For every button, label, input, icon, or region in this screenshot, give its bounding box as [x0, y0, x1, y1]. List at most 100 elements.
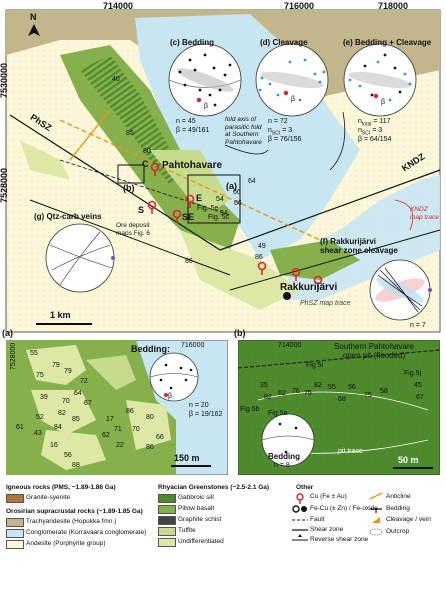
panel-b-title: Southern Pahtohavare open pit (flooded) [334, 342, 415, 360]
legend-tuffite: Tuffite [178, 527, 196, 534]
legend-trachy: Trachyandesite (Hopukka fmn.) [26, 518, 117, 525]
panel-b: (b) 714000 Southern Pahtohavare open pit… [234, 328, 440, 475]
dip-49: 49 [258, 243, 266, 250]
coord-716000: 716000 [284, 1, 315, 11]
coord-718000: 718000 [378, 1, 409, 11]
pit-c: C [142, 159, 149, 169]
dip-86: 86 [255, 254, 263, 261]
swatch-andesite [6, 540, 24, 549]
stereonet-f [369, 259, 432, 321]
d-nsci: nSCI = 3 [268, 127, 293, 137]
dip-85: 85 [126, 130, 134, 137]
swatch-gabbro [158, 494, 176, 503]
box-a [187, 174, 241, 224]
main-map-svg [5, 9, 441, 333]
legend-other-title: Other [296, 484, 314, 491]
box-b [117, 164, 145, 184]
box-label-a: (a) [226, 181, 237, 191]
fig-5a: Fig 5a [268, 410, 288, 417]
panel-a: (a) 716000 7528000 Bedding: β n = 20 β =… [2, 328, 228, 475]
place-pahtohavare: Pahtohavare [162, 160, 223, 171]
stereonet-d [255, 43, 329, 117]
panel-a-scale: 150 m [174, 453, 200, 463]
box-label-b: (b) [123, 183, 135, 193]
place-rakkurijarvi: Rakkurijärvi [280, 282, 338, 293]
coord-7530000: 7530000 [0, 62, 9, 98]
legend-cleavage: Cleavage / vein [386, 516, 431, 523]
undifferentiated-area [180, 230, 300, 310]
swatch-undiff [158, 538, 176, 547]
panel-a-bedding: Bedding: [131, 344, 170, 354]
panel-b-n: n = 8 [274, 462, 290, 469]
legend-symbols [292, 492, 383, 541]
pit-s: S [138, 205, 145, 215]
legend-orosirian-title: Orosirian supracrustal rocks (~1.89-1.85… [6, 508, 143, 515]
main-scale: 1 km [50, 310, 71, 320]
legend-anticline: Anticline [386, 493, 411, 500]
swatch-congl [6, 529, 24, 538]
panel-a-coord-left: 7528000 [10, 342, 17, 370]
panel-a-label: (a) [2, 328, 13, 338]
swatch-trachy [6, 518, 24, 527]
fig-5i: Fig 5i [306, 362, 324, 369]
dip-80: 80 [143, 148, 151, 155]
fig-5j: Fig 5j [404, 370, 422, 377]
dip-86b: 86 [185, 258, 193, 265]
coord-7528000: 7528000 [0, 167, 9, 203]
panel-b-scale: 50 m [398, 455, 419, 465]
phsz-shear-zone [9, 114, 221, 251]
legend-igneous-title: Igneous rocks (PMS, ~1.89-1.86 Ga) [6, 484, 116, 491]
inset-c-title: (c) Bedding [170, 38, 214, 47]
swatch-graphite [158, 516, 176, 525]
e-nsci: nSCI = 3 [358, 127, 383, 137]
legend-granite: Granite-syenite [26, 494, 71, 501]
d-n: n = 72 [268, 118, 288, 125]
dip-66b: 66 [233, 189, 241, 196]
panel-a-beta-symbol: β [168, 393, 173, 400]
legend-cu: Cu (Fe ± Au) [310, 493, 347, 500]
e-beta: β = 64/154 [358, 136, 392, 143]
fold-axis-note: fold axis of parasitic fold at Southern … [225, 116, 262, 146]
kndz-shear-zone [219, 169, 441, 251]
kndz-trace: KNDZ map trace [410, 206, 439, 221]
swatch-pillow [158, 505, 176, 514]
ore-note: Ore deposit maps Fig. 6 [116, 222, 150, 237]
c-beta: β = 49/161 [176, 127, 210, 134]
legend: Igneous rocks (PMS, ~1.89-1.86 Ga) Grani… [0, 480, 446, 600]
north-label: N [30, 12, 37, 22]
north-arrow-icon [28, 24, 40, 36]
legend-graphite: Graphite schist [178, 516, 222, 523]
legend-bedding: Bedding [386, 505, 410, 512]
dip-54: 54 [216, 196, 224, 203]
f-n: n = 7 [410, 322, 426, 329]
fig-5b: Fig 5b [240, 406, 260, 413]
inset-e-title: (e) Bedding + Cleavage [343, 38, 432, 47]
legend-shear: Shear zone [310, 526, 344, 533]
c-beta-symbol: β [204, 103, 209, 110]
legend-fecu: Fe-Cu (± Zn) / Fe-oxide [310, 505, 378, 512]
stereonet-g [45, 223, 115, 293]
legend-rhyacian-title: Rhyacian Greenstones (~2.5-2.1 Ga) [158, 484, 270, 491]
legend-reverse: Reverse shear zone [310, 536, 369, 543]
fig-5e: Fig. 5e [197, 205, 219, 212]
qtz-label: (g) Qtz-carb veins [34, 212, 102, 221]
legend-gabbro: Gabbroic sill [178, 494, 214, 501]
d-beta-symbol: β [291, 96, 296, 103]
legend-pillow: Pillow basalt [178, 505, 215, 512]
d-beta: β = 76/156 [268, 136, 302, 143]
panel-a-beta: β = 19/162 [189, 411, 223, 418]
stereonet-e [343, 43, 417, 117]
swatch-granite [6, 494, 24, 503]
tuffite-area [150, 150, 230, 210]
e-ntotal: ntotal = 117 [358, 118, 391, 128]
dip-54b: 54 [220, 210, 228, 217]
legend-fault: Fault [310, 516, 325, 523]
phsz-trace: PhSZ map trace [300, 300, 351, 307]
pit-se: SE [182, 212, 195, 222]
legend-congl: Conglomerate (Kurravaara conglomerate) [26, 529, 147, 536]
rakku-label: (f) Rakkurijärvi shear zone cleavage [320, 237, 398, 255]
e-beta-symbol: β [381, 99, 386, 106]
panel-a-n: n = 20 [189, 402, 209, 409]
main-map: 714000 716000 718000 7530000 7528000 N P… [0, 1, 441, 333]
pit-e: E [196, 193, 203, 203]
